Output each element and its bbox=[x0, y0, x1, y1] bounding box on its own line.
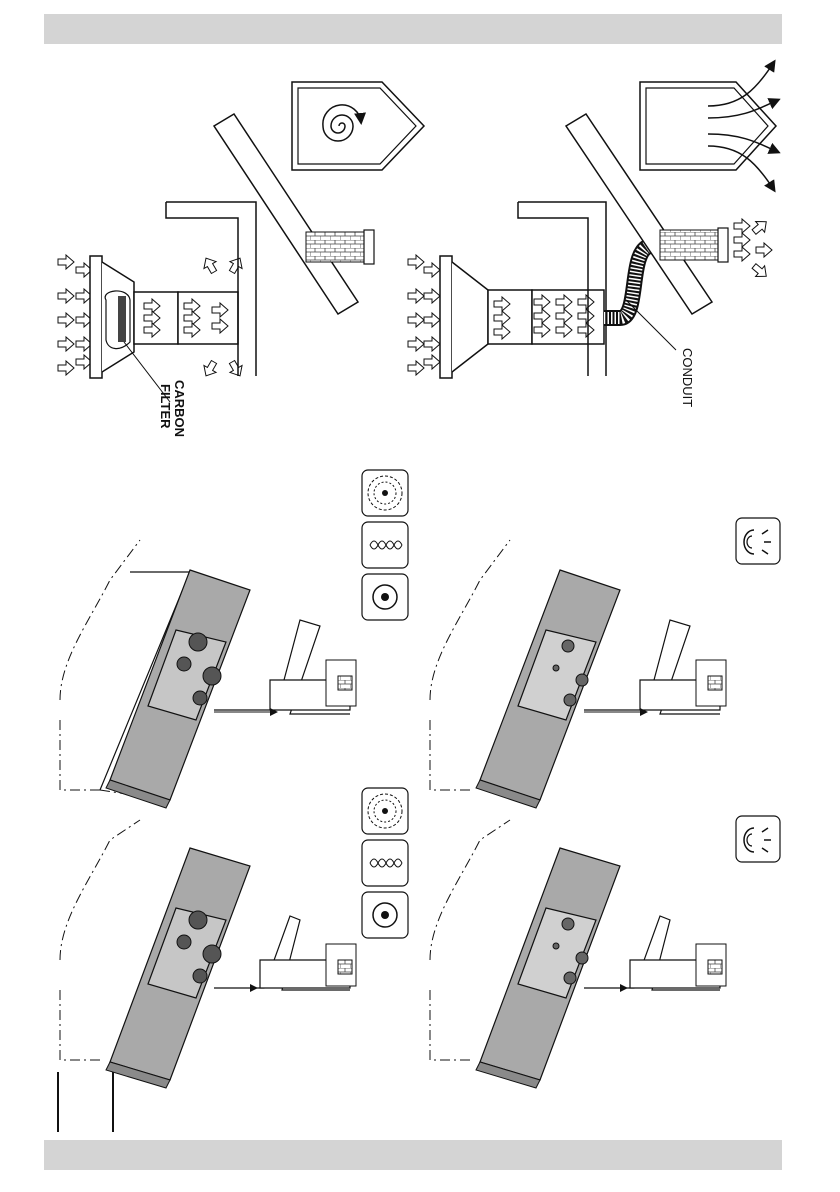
icon-column-electric-1 bbox=[362, 470, 408, 620]
carbon-filter bbox=[118, 296, 126, 342]
hood-plate bbox=[90, 256, 102, 378]
fan-icon bbox=[362, 788, 408, 834]
fan-icon bbox=[362, 470, 408, 516]
intake-arrows-2 bbox=[408, 255, 440, 375]
carbon-filter-label-line1: CARBON bbox=[172, 380, 186, 437]
gas-hob-installation-1 bbox=[430, 540, 726, 808]
gas-hob-installation-2 bbox=[430, 820, 726, 1088]
hotplate-icon bbox=[362, 892, 408, 938]
carbon-filter-label-line2: FILTER bbox=[158, 384, 172, 429]
heating-coil-icon bbox=[362, 522, 408, 568]
hotplate-icon bbox=[362, 574, 408, 620]
gas-burner-icon bbox=[736, 816, 780, 862]
electric-hob-installation-2 bbox=[60, 820, 356, 1088]
heating-coil-icon bbox=[362, 840, 408, 886]
intake-arrows bbox=[58, 255, 92, 375]
electric-hob-installation-1 bbox=[60, 540, 356, 808]
icon-column-electric-2 bbox=[362, 788, 408, 938]
extraction-diagram bbox=[408, 62, 778, 378]
conduit-label: CONDUIT bbox=[680, 348, 694, 407]
gas-burner-icon bbox=[736, 518, 780, 564]
recirculation-diagram bbox=[58, 82, 424, 402]
